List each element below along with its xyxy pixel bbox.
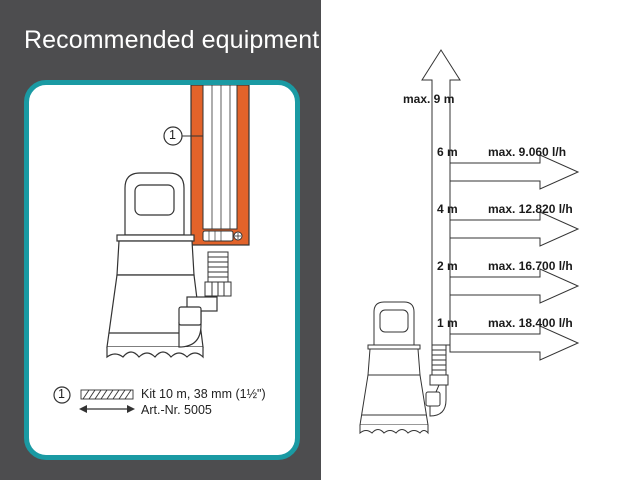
flow-arrow-1m: [449, 325, 580, 361]
legend-marker: [53, 386, 71, 404]
max-height-label: max. 9 m: [403, 92, 455, 106]
submersible-pump-illustration: [106, 172, 218, 359]
delivery-height-diagram: [359, 49, 580, 435]
level-height-4m: 4 m: [437, 202, 458, 216]
legend-number: 1: [58, 387, 65, 401]
flow-arrow-2m: [449, 268, 580, 304]
recommended-equipment-panel: Recommended equipment:: [0, 0, 321, 480]
level-flow-2m: max. 16.700 l/h: [488, 259, 573, 273]
kit-description: Kit 10 m, 38 mm (1½"): [141, 387, 266, 401]
length-arrow-icon: [79, 405, 135, 413]
max-height-arrow: [421, 49, 461, 346]
hose-symbol-icon: [80, 389, 134, 400]
level-flow-4m: max. 12.820 l/h: [488, 202, 573, 216]
level-flow-1m: max. 18.400 l/h: [488, 316, 573, 330]
pump-with-hose-illustration: [53, 85, 250, 413]
hose-kit-illustration: [190, 85, 250, 246]
flow-arrow-4m: [449, 211, 580, 247]
equipment-card: 1 1 Kit 10 m, 38 mm (1½") Art.-Nr. 5005: [24, 80, 300, 460]
level-height-2m: 2 m: [437, 259, 458, 273]
panel-title: Recommended equipment:: [24, 26, 327, 54]
flow-arrow-6m: [449, 154, 580, 190]
level-height-6m: 6 m: [437, 145, 458, 159]
callout-number: 1: [169, 128, 176, 142]
submersible-pump-small-illustration: [359, 301, 449, 435]
kit-article-number: Art.-Nr. 5005: [141, 403, 212, 417]
level-flow-6m: max. 9.060 l/h: [488, 145, 567, 159]
threaded-connector: [204, 251, 232, 297]
level-height-1m: 1 m: [437, 316, 458, 330]
